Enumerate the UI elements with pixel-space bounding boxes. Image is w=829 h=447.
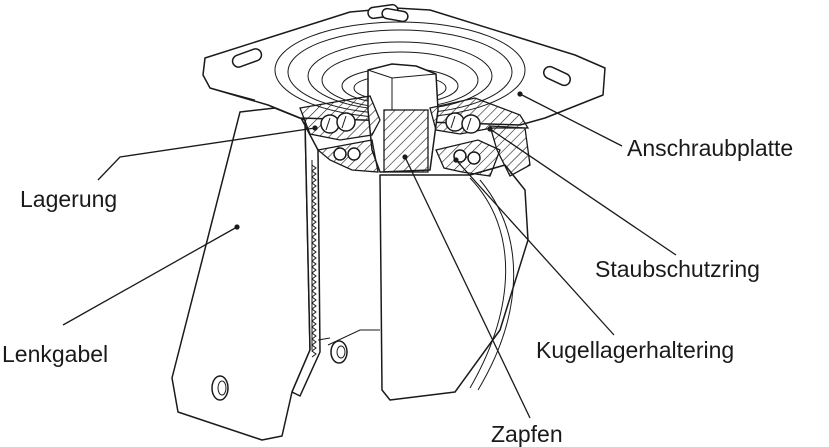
left-bearing-section bbox=[299, 95, 381, 173]
label-lagerung: Lagerung bbox=[20, 186, 118, 212]
label-lenkgabel: Lenkgabel bbox=[2, 341, 109, 367]
label-zapfen: Zapfen bbox=[491, 421, 563, 447]
label-staubschutzring: Staubschutzring bbox=[595, 256, 760, 282]
right-bearing-section bbox=[429, 97, 531, 177]
label-kugellagerhaltering: Kugellagerhaltering bbox=[536, 337, 735, 363]
fork bbox=[171, 107, 529, 441]
leader-lines bbox=[62, 91, 677, 419]
label-anschraubplatte: Anschraubplatte bbox=[627, 135, 794, 161]
